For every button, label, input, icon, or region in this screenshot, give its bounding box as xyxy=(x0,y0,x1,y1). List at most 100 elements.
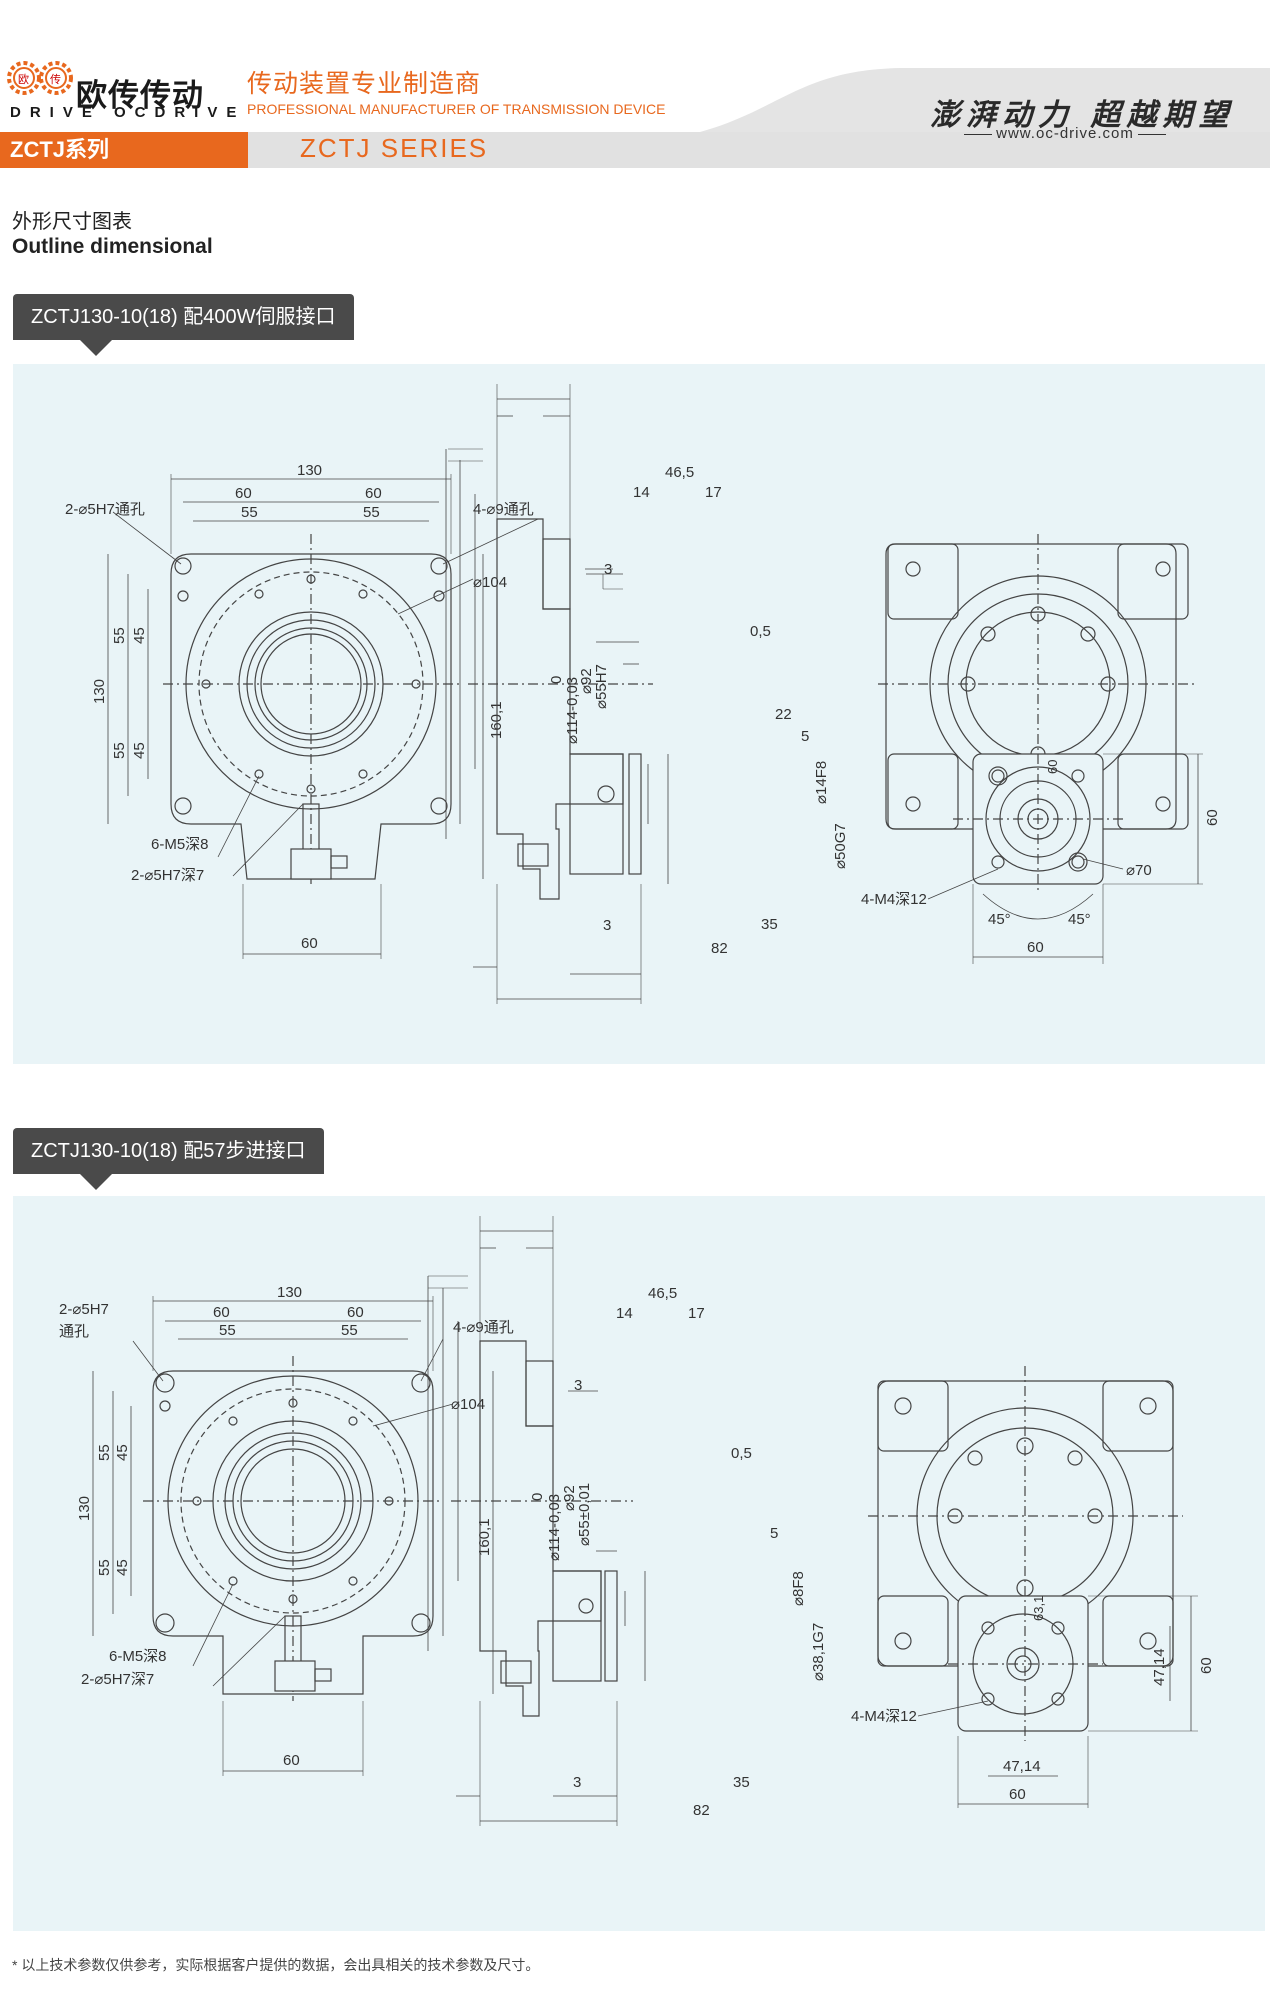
dim-width-60a: 60 xyxy=(235,485,252,502)
rear-view xyxy=(878,534,1203,964)
dim2-rear-center: 63,1 xyxy=(1031,1596,1046,1621)
model-tab-stepper: ZCTJ130-10(18) 配57步进接口 xyxy=(13,1128,324,1174)
dim-side-zero: 0 xyxy=(548,676,565,684)
dim2-side-dia92: ⌀92 xyxy=(561,1485,578,1511)
label-hole-a: 2-⌀5H7通孔 xyxy=(65,501,145,518)
label2-rear-m4: 4-M4深12 xyxy=(851,1708,917,1725)
dim2-side-3-bottom: 3 xyxy=(573,1774,581,1791)
dim-side-0-5: 0,5 xyxy=(750,623,771,640)
slogan-en: PROFESSIONAL MANUFACTURER OF TRANSMISSIO… xyxy=(247,101,666,117)
dim2-side-3-top: 3 xyxy=(574,1377,582,1394)
dim2-width-55b: 55 xyxy=(341,1322,358,1339)
dim-rear-60-side: 60 xyxy=(1204,809,1221,826)
section-title-en: Outline dimensional xyxy=(12,235,213,258)
dim2-rear-47-side: 47,14 xyxy=(1151,1648,1168,1686)
label-hole-b: 4-⌀9通孔 xyxy=(473,501,534,518)
dim-rear-60-bottom: 60 xyxy=(1027,939,1044,956)
dim-width-55b: 55 xyxy=(363,504,380,521)
header-background xyxy=(0,0,1280,170)
dim-side-17: 17 xyxy=(705,484,722,501)
dim2-side-dia38: ⌀38,1G7 xyxy=(810,1623,827,1681)
dim2-side-82: 82 xyxy=(693,1802,710,1819)
section-title-cn: 外形尺寸图表 xyxy=(12,211,132,233)
label-pin: 2-⌀5H7深7 xyxy=(131,867,204,884)
dim-side-35: 35 xyxy=(761,916,778,933)
label2-hole-a: 2-⌀5H7 xyxy=(59,1301,109,1318)
dim-height-45a: 45 xyxy=(131,627,148,644)
dim-side-46-5: 46,5 xyxy=(665,464,694,481)
dim-side-dia92: ⌀92 xyxy=(578,668,595,694)
drawing-panel-servo: 130 60 60 55 55 2-⌀5H7通孔 4-⌀9通孔 ⌀104 6-M… xyxy=(13,364,1265,1064)
series-tab-cn: ZCTJ系列 xyxy=(0,132,248,168)
dim-side-14: 14 xyxy=(633,484,650,501)
technical-drawing-stepper: 130 60 60 55 55 2-⌀5H7 通孔 4-⌀9通孔 ⌀104 6-… xyxy=(59,1216,1215,1826)
gear-logo-icon: 欧 传 xyxy=(7,61,73,95)
dim2-width-60a: 60 xyxy=(213,1304,230,1321)
dim2-rear-47-bottom: 47,14 xyxy=(1003,1758,1041,1775)
label-rear-m4: 4-M4深12 xyxy=(861,891,927,908)
dim2-side-35: 35 xyxy=(733,1774,750,1791)
dim2-height-55b: 55 xyxy=(96,1559,113,1576)
dim2-side-zero: 0 xyxy=(529,1493,546,1501)
svg-text:传: 传 xyxy=(50,73,61,86)
dim-side-82: 82 xyxy=(711,940,728,957)
side-view xyxy=(445,384,669,1004)
footnote: * 以上技术参数仅供参考，实际根据客户提供的数据，会出具相关的技术参数及尺寸。 xyxy=(12,1957,540,1973)
dim2-height-45a: 45 xyxy=(114,1444,131,1461)
dim2-side-17: 17 xyxy=(688,1305,705,1322)
dim-rear-center: 60 xyxy=(1045,760,1060,774)
label2-dia104: ⌀104 xyxy=(451,1396,485,1413)
label2-hole-b: 4-⌀9通孔 xyxy=(453,1319,514,1336)
dim2-height-45b: 45 xyxy=(114,1559,131,1576)
company-logo[interactable]: 欧 传 xyxy=(6,52,76,107)
dim2-bottom-60: 60 xyxy=(283,1752,300,1769)
series-title-en: ZCTJ SERIES xyxy=(300,133,489,163)
label-m5: 6-M5深8 xyxy=(151,836,209,853)
website-url[interactable]: www.oc-drive.com xyxy=(996,125,1134,142)
dim2-height-130: 130 xyxy=(76,1496,93,1521)
dim-height-55b: 55 xyxy=(111,742,128,759)
label2-hole-a2: 通孔 xyxy=(59,1323,89,1340)
dim2-side-0-5: 0,5 xyxy=(731,1445,752,1462)
rear-view-2 xyxy=(868,1366,1198,1808)
label2-m5: 6-M5深8 xyxy=(109,1648,167,1665)
drawing-panel-stepper: 130 60 60 55 55 2-⌀5H7 通孔 4-⌀9通孔 ⌀104 6-… xyxy=(13,1196,1265,1931)
dim2-width-55a: 55 xyxy=(219,1322,236,1339)
dim2-width-60b: 60 xyxy=(347,1304,364,1321)
dim2-height-55a: 55 xyxy=(96,1444,113,1461)
label-rear-angle-a: 45° xyxy=(988,911,1011,928)
label-rear-dia70: ⌀70 xyxy=(1126,862,1152,879)
company-motto: 澎湃动力 超越期望 xyxy=(930,98,1235,133)
dim-side-3-bottom: 3 xyxy=(603,917,611,934)
dim-width-55a: 55 xyxy=(241,504,258,521)
dim-side-dia55: ⌀55H7 xyxy=(593,664,610,709)
label-dia104: ⌀104 xyxy=(473,574,507,591)
technical-drawing-servo: 130 60 60 55 55 2-⌀5H7通孔 4-⌀9通孔 ⌀104 6-M… xyxy=(65,384,1221,1004)
model-tab-servo: ZCTJ130-10(18) 配400W伺服接口 xyxy=(13,294,354,340)
brand-name-en: DRIVE OCDRIVE xyxy=(10,104,246,121)
front-view-2 xyxy=(92,1296,494,1776)
dim-height-45b: 45 xyxy=(131,742,148,759)
dim2-side-46-5: 46,5 xyxy=(648,1285,677,1302)
label-rear-angle-b: 45° xyxy=(1068,911,1091,928)
slogan-cn: 传动装置专业制造商 xyxy=(247,70,482,98)
dim-side-dia50: ⌀50G7 xyxy=(832,823,849,869)
dim-side-5: 5 xyxy=(801,728,809,745)
svg-text:欧: 欧 xyxy=(18,73,29,86)
website-link[interactable]: www.oc-drive.com xyxy=(935,125,1195,142)
brand-name-cn: 欧传传动 xyxy=(76,78,204,113)
dim2-height-160: 160,1 xyxy=(476,1518,493,1556)
dim2-side-dia8: ⌀8F8 xyxy=(790,1571,807,1606)
dim2-side-5: 5 xyxy=(770,1525,778,1542)
dim-side-dia14: ⌀14F8 xyxy=(813,761,830,804)
dim-side-22: 22 xyxy=(775,706,792,723)
dim2-rear-60-side: 60 xyxy=(1198,1657,1215,1674)
model-tab-pointer xyxy=(80,340,112,356)
label2-pin: 2-⌀5H7深7 xyxy=(81,1671,154,1688)
dim2-width-130: 130 xyxy=(277,1284,302,1301)
dim-side-3-top: 3 xyxy=(604,561,612,578)
dim2-side-dia114: ⌀114-0,03 xyxy=(546,1494,563,1561)
dim-width-130: 130 xyxy=(297,462,322,479)
dim2-side-dia55: ⌀55±0,01 xyxy=(576,1483,593,1546)
dim-width-60b: 60 xyxy=(365,485,382,502)
